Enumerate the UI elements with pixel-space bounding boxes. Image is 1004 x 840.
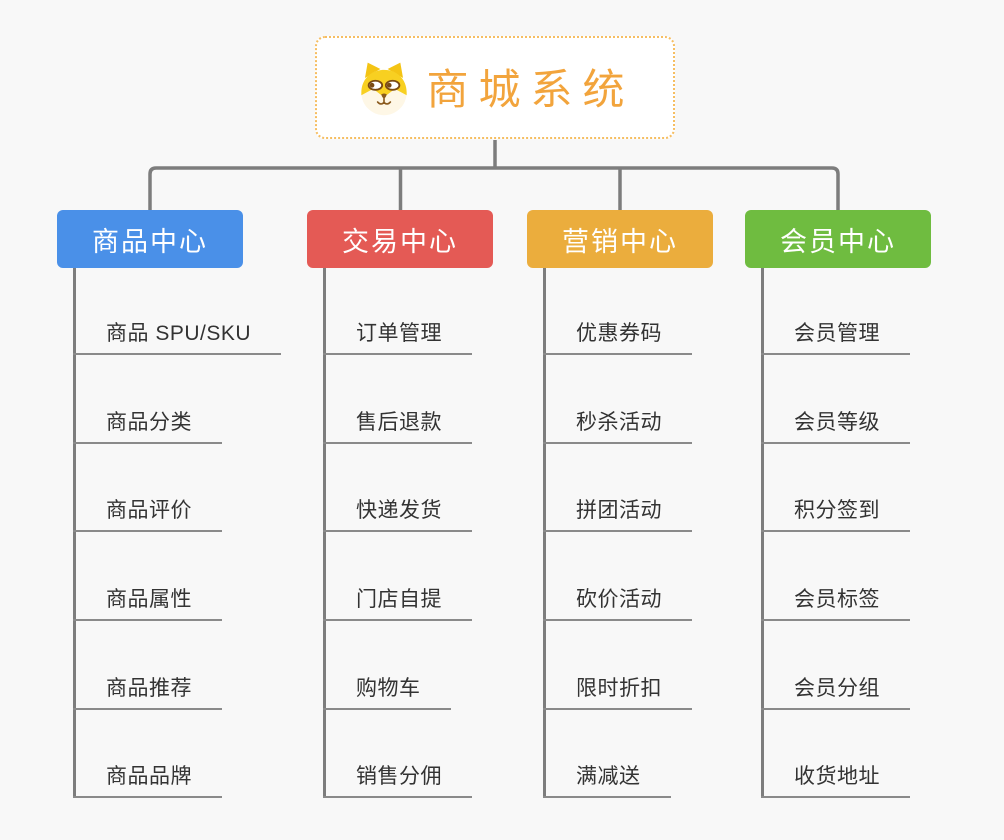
root-title: 商城系统 (426, 65, 635, 113)
leaf-node[interactable]: 门店自提 (323, 587, 472, 621)
shiba-dog-icon (361, 62, 408, 115)
branch-column-trade-center: 交易中心 订单管理 售后退款 快递发货 门店自提 购物车 销售分佣 (307, 0, 557, 840)
leaf-node[interactable]: 砍价活动 (543, 587, 692, 621)
leaf-node[interactable]: 销售分佣 (323, 764, 472, 798)
leaf-node[interactable]: 商品属性 (73, 587, 222, 621)
branch-node-marketing-center[interactable]: 营销中心 (527, 210, 713, 268)
leaf-node[interactable]: 秒杀活动 (543, 410, 692, 444)
leaf-node[interactable]: 会员管理 (761, 321, 910, 355)
leaf-node[interactable]: 商品推荐 (73, 676, 222, 710)
leaf-node[interactable]: 会员等级 (761, 410, 910, 444)
branch-column-marketing-center: 营销中心 优惠券码 秒杀活动 拼团活动 砍价活动 限时折扣 满减送 (527, 0, 777, 840)
leaf-node[interactable]: 商品分类 (73, 410, 222, 444)
branch-trunk-line (73, 268, 76, 798)
leaf-node[interactable]: 拼团活动 (543, 498, 692, 532)
branch-node-member-center[interactable]: 会员中心 (745, 210, 931, 268)
leaf-node[interactable]: 订单管理 (323, 321, 472, 355)
leaf-node[interactable]: 收货地址 (761, 764, 910, 798)
branch-node-product-center[interactable]: 商品中心 (57, 210, 243, 268)
branch-trunk-line (323, 268, 326, 798)
branch-node-trade-center[interactable]: 交易中心 (307, 210, 493, 268)
leaf-node[interactable]: 限时折扣 (543, 676, 692, 710)
leaf-node[interactable]: 商品品牌 (73, 764, 222, 798)
leaf-node[interactable]: 会员标签 (761, 587, 910, 621)
branch-column-member-center: 会员中心 会员管理 会员等级 积分签到 会员标签 会员分组 收货地址 (745, 0, 995, 840)
branch-trunk-line (543, 268, 546, 798)
leaf-node[interactable]: 商品评价 (73, 498, 222, 532)
leaf-node[interactable]: 优惠券码 (543, 321, 692, 355)
branch-trunk-line (761, 268, 764, 798)
leaf-node[interactable]: 会员分组 (761, 676, 910, 710)
leaf-node[interactable]: 购物车 (323, 676, 451, 710)
leaf-node[interactable]: 售后退款 (323, 410, 472, 444)
leaf-node[interactable]: 满减送 (543, 764, 671, 798)
leaf-node[interactable]: 商品 SPU/SKU (73, 321, 282, 355)
leaf-node[interactable]: 积分签到 (761, 498, 910, 532)
branch-column-product-center: 商品中心 商品 SPU/SKU 商品分类 商品评价 商品属性 商品推荐 商品品牌 (57, 0, 307, 840)
leaf-node[interactable]: 快递发货 (323, 498, 472, 532)
root-node[interactable]: 商城系统 (315, 36, 675, 139)
